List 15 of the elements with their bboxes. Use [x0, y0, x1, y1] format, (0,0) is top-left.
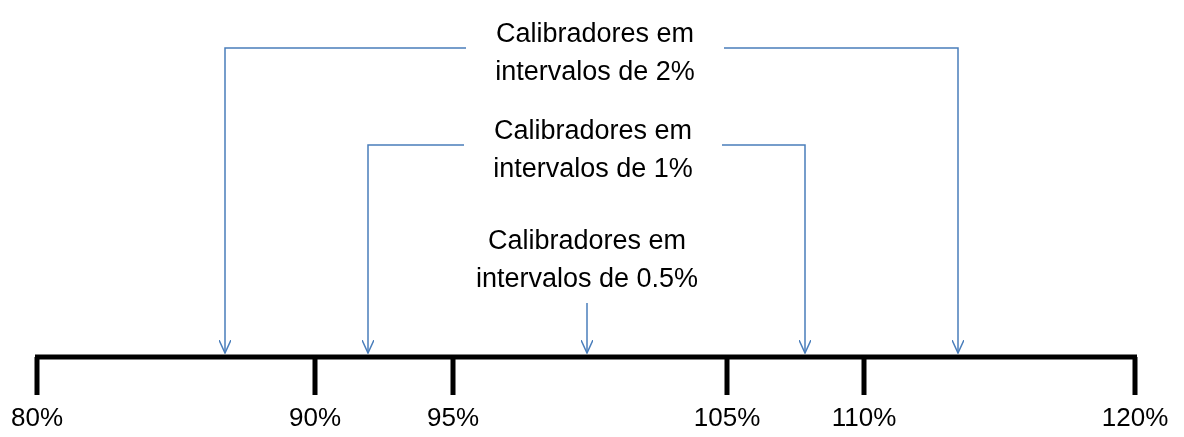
tick-label: 95% — [427, 402, 479, 433]
arrow — [723, 47, 965, 354]
tick-label: 80% — [11, 402, 63, 433]
scale-axis-drawing — [32, 354, 1140, 398]
tick-label: 120% — [1101, 402, 1169, 433]
tick-label: 105% — [693, 402, 761, 433]
callout-text: Calibradores em intervalos de 0.5% — [462, 221, 712, 297]
arrow — [580, 302, 594, 354]
arrow — [721, 144, 812, 354]
arrow — [218, 47, 467, 354]
callout-text: Calibradores em intervalos de 2% — [470, 14, 720, 90]
arrow — [361, 144, 465, 354]
tick-label: 110% — [831, 402, 897, 433]
callout-text: Calibradores em intervalos de 1% — [468, 111, 718, 187]
tick-label: 90% — [289, 402, 341, 433]
